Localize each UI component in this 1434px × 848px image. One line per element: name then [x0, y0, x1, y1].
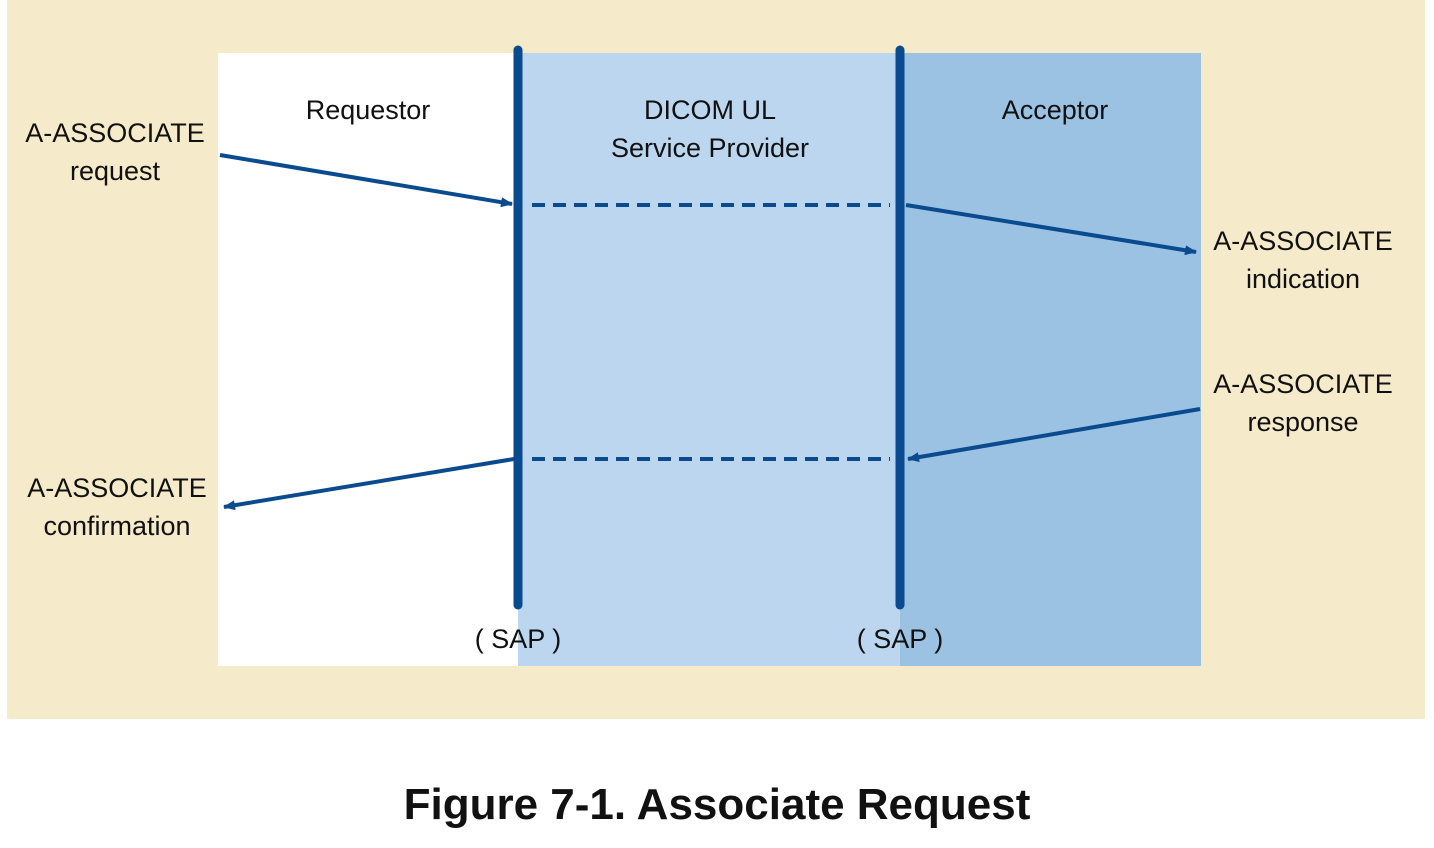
- acceptor-heading: Acceptor: [1001, 95, 1109, 125]
- request-arrow: [219, 153, 513, 208]
- response-label-line2: response: [1247, 407, 1359, 437]
- figure-caption: Figure 7-1. Associate Request: [403, 780, 1031, 829]
- request-label-line2: request: [69, 156, 161, 186]
- requestor-heading: Requestor: [305, 95, 431, 125]
- response-arrow: [907, 407, 1201, 463]
- indication-arrow: [905, 203, 1197, 256]
- provider-heading-line2: Service Provider: [610, 133, 810, 163]
- response-label-line1: A-ASSOCIATE: [1213, 369, 1393, 399]
- provider-heading-line1: DICOM UL: [643, 95, 776, 125]
- indication-label-line1: A-ASSOCIATE: [1213, 226, 1393, 256]
- provider-zone: [518, 53, 900, 666]
- acceptor-zone: [900, 53, 1201, 666]
- requestor-zone: [218, 53, 518, 666]
- confirmation-arrow: [223, 457, 515, 511]
- confirmation-label-line2: confirmation: [43, 511, 191, 541]
- request-label-line1: A-ASSOCIATE: [25, 118, 205, 148]
- confirmation-label-line1: A-ASSOCIATE: [27, 473, 207, 503]
- indication-label-line2: indication: [1245, 264, 1361, 294]
- sap-label-right: ( SAP ): [856, 624, 944, 654]
- sap-label-left: ( SAP ): [474, 624, 562, 654]
